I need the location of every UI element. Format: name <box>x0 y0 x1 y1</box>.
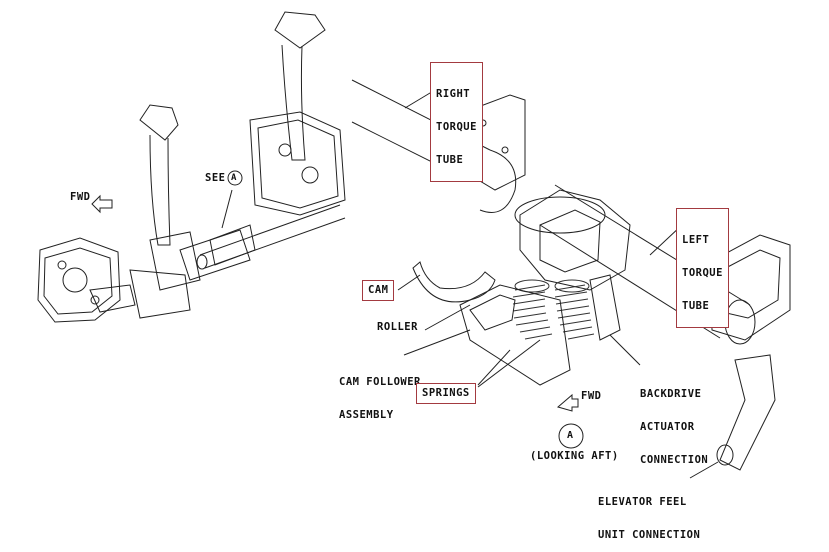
label-cam-follower: CAM FOLLOWER ASSEMBLY <box>339 355 421 432</box>
see-ref-circle: A <box>231 173 237 183</box>
view-ref-circle: A <box>567 430 574 441</box>
label-line: BACKDRIVE <box>640 388 702 400</box>
label-backdrive: BACKDRIVE ACTUATOR CONNECTION <box>640 367 708 477</box>
label-line: TORQUE <box>682 267 723 279</box>
label-line: CAM FOLLOWER <box>339 376 421 388</box>
callout-cam: CAM <box>362 280 395 301</box>
label-line: ASSEMBLY <box>339 409 394 421</box>
label-line: UNIT CONNECTION <box>598 529 701 541</box>
label-line: ELEVATOR FEEL <box>598 496 687 508</box>
overview-assembly <box>37 11 346 323</box>
label-line: TORQUE <box>436 121 477 133</box>
label-line: LEFT <box>682 234 710 246</box>
label-line: RIGHT <box>436 88 471 100</box>
label-line: TUBE <box>682 300 710 312</box>
view-caption: (LOOKING AFT) <box>530 450 619 462</box>
see-label: SEE <box>205 172 226 184</box>
callout-left-torque-tube: LEFT TORQUE TUBE <box>676 208 729 328</box>
fwd-label-detail: FWD <box>581 390 602 402</box>
label-line: TUBE <box>436 154 464 166</box>
fwd-label-overview: FWD <box>70 191 91 203</box>
callout-springs: SPRINGS <box>416 383 476 404</box>
label-roller: ROLLER <box>377 321 418 333</box>
label-line: CONNECTION <box>640 454 709 466</box>
label-line: ACTUATOR <box>640 421 695 433</box>
label-elevator-feel: ELEVATOR FEEL UNIT CONNECTION <box>598 475 700 552</box>
callout-right-torque-tube: RIGHT TORQUE TUBE <box>430 62 483 182</box>
